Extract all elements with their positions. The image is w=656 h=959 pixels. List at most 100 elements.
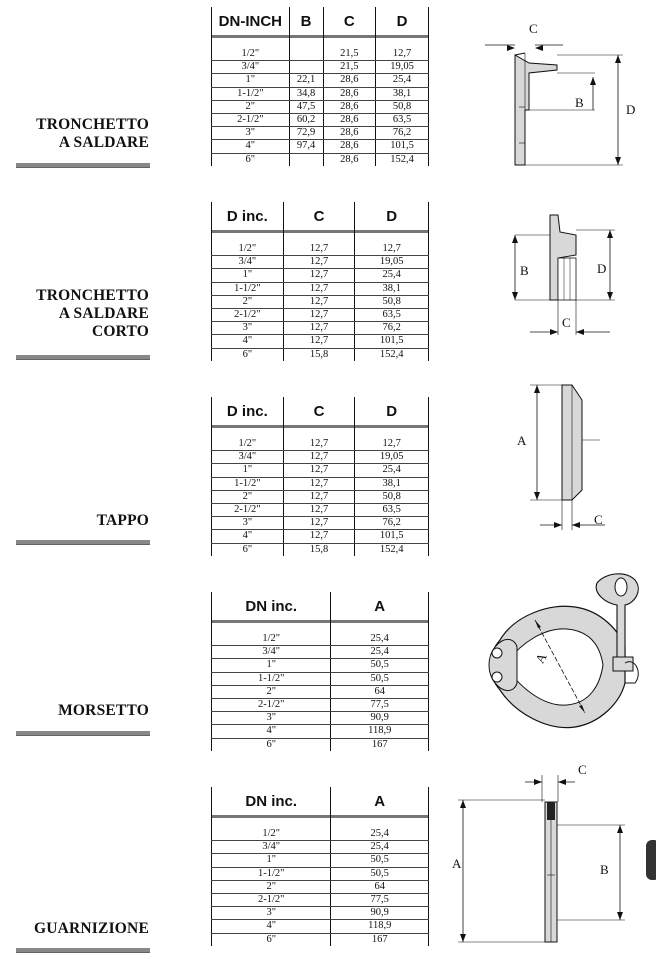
table-cell: 63,5 [354, 503, 429, 518]
column-header: D inc. [211, 202, 284, 230]
table-cell: 12,7 [282, 463, 356, 478]
table-cell: 3" [210, 711, 332, 726]
dim-label-b: B [520, 263, 529, 278]
table-cell: 12,7 [282, 438, 356, 452]
table-cell: 2" [210, 685, 332, 699]
table-cell: 25,4 [330, 633, 429, 647]
table-cell: 12,7 [282, 243, 356, 257]
dim-label-c: C [529, 21, 538, 36]
table-cell: 2-1/2" [210, 893, 332, 908]
column-header: A [330, 592, 429, 620]
table-cell: 1/2" [210, 828, 332, 842]
table-cell: 19,05 [375, 60, 429, 75]
table-row: 1/2"25,4 [210, 828, 429, 842]
table-cell: 28,6 [322, 113, 377, 128]
section-divider [16, 731, 150, 735]
table-cell: 28,6 [322, 100, 377, 114]
table-row: 3"90,9 [210, 906, 429, 921]
table-cell: 28,6 [322, 126, 377, 141]
table-cell: 3/4" [210, 840, 332, 855]
section-divider-thin [16, 359, 150, 360]
table-cell: 21,5 [322, 60, 377, 75]
table-cell: 3/4" [210, 645, 332, 660]
table-cell: 50,5 [330, 853, 429, 868]
table-cell: 118,9 [330, 919, 429, 934]
table-cell: 101,5 [375, 139, 429, 154]
column-header: DN-INCH [211, 7, 290, 35]
table-cell: 4" [211, 139, 290, 154]
table-cell: 1" [210, 853, 332, 868]
section-divider [16, 948, 150, 952]
dim-label-b: B [575, 95, 584, 110]
table-cell: 50,8 [375, 100, 429, 114]
table-cell: 19,05 [354, 255, 429, 270]
table-cell: 12,7 [282, 529, 356, 544]
table-cell: 25,4 [330, 840, 429, 855]
table-row: 1-1/2"50,5 [210, 867, 429, 881]
table-cell: 1" [211, 463, 284, 478]
table-cell: 12,7 [282, 295, 356, 309]
table-cell: 12,7 [282, 503, 356, 518]
table-header-row: DN inc.A [210, 592, 429, 620]
table-cell: 38,1 [354, 477, 429, 491]
table-cell: 90,9 [330, 906, 429, 921]
table-cell: 1-1/2" [211, 282, 284, 296]
dim-label-b: B [600, 862, 609, 877]
section-divider [16, 355, 150, 359]
table-cell: 6" [211, 543, 284, 556]
table-cell: 1-1/2" [211, 477, 284, 491]
table-cell: 1-1/2" [210, 867, 332, 881]
section-title: TRONCHETTO A SALDARE [36, 116, 149, 151]
dim-label-c: C [562, 315, 571, 330]
table-cell: 101,5 [354, 334, 429, 349]
table-cell: 6" [211, 153, 290, 166]
tappo-drawing: A C [517, 384, 605, 530]
table-cell: 47,5 [288, 100, 324, 114]
section-title: TAPPO [96, 512, 149, 529]
dim-label-a: A [517, 433, 527, 448]
table-cell: 90,9 [330, 711, 429, 726]
table-cell: 12,7 [354, 438, 429, 452]
table-cell: 76,2 [375, 126, 429, 141]
table-row: 2-1/2"77,5 [210, 698, 429, 713]
table-row: 4"118,9 [210, 919, 429, 934]
column-header: D [354, 397, 429, 425]
table-cell: 50,8 [354, 490, 429, 504]
table-cell: 12,7 [354, 243, 429, 257]
table-cell: 3" [210, 906, 332, 921]
dim-label-d: D [597, 261, 606, 276]
table-cell: 34,8 [288, 87, 324, 101]
table-cell: 15,8 [282, 543, 356, 556]
table-cell: 4" [210, 724, 332, 739]
column-header: D inc. [211, 397, 284, 425]
table-cell: 152,4 [375, 153, 429, 166]
table-cell: 22,1 [288, 73, 324, 88]
morsetto-drawing: A [488, 573, 639, 729]
table-cell: 118,9 [330, 724, 429, 739]
section-title: MORSETTO [58, 702, 149, 719]
table-cell: 60,2 [288, 113, 324, 128]
table-cell: 152,4 [354, 543, 429, 556]
column-header: A [330, 787, 429, 815]
table-cell: 15,8 [282, 348, 356, 361]
table-cell: 50,5 [330, 672, 429, 686]
